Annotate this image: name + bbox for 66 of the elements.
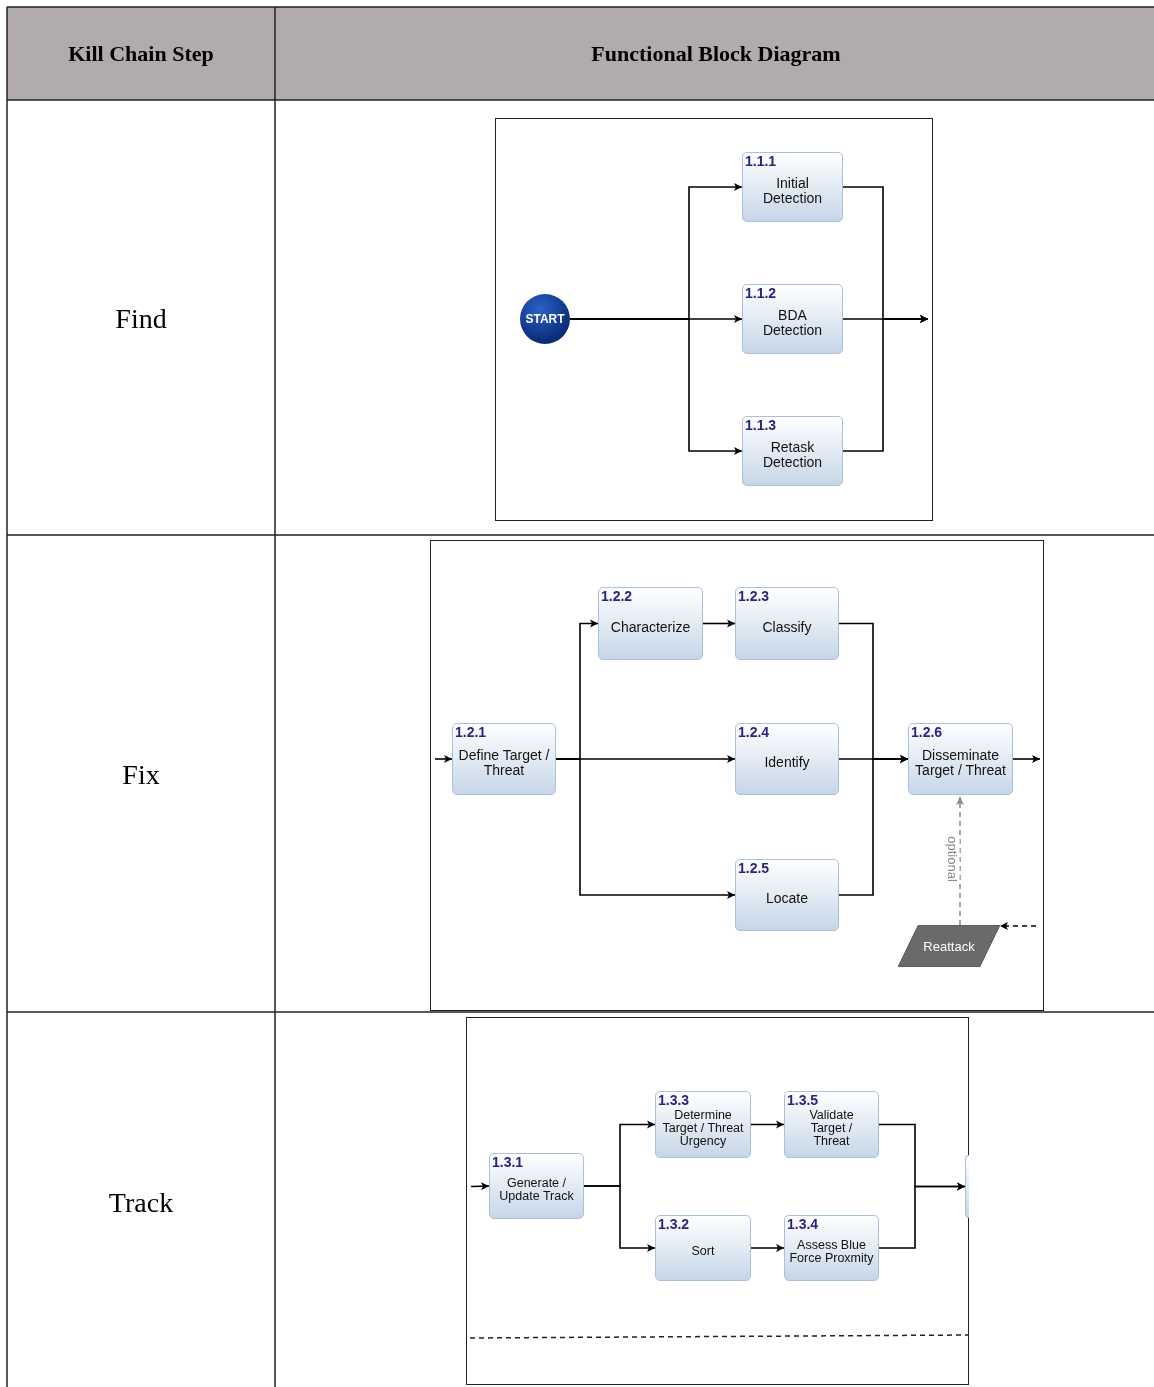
step-label: Classify <box>762 619 812 635</box>
step-number: 1.1.1 <box>744 153 777 168</box>
process-box <box>598 587 703 660</box>
arrow <box>583 1185 656 1252</box>
step-label: Define Target / Threat <box>457 748 551 777</box>
process-box <box>965 1155 969 1218</box>
column-header: Functional Block Diagram <box>591 41 841 67</box>
data-parallelogram <box>898 925 1000 967</box>
arrow <box>569 318 743 455</box>
step-label: Determine Target / Threat Urgency <box>661 1108 745 1148</box>
arrow <box>999 922 1037 930</box>
step-label: Locate <box>765 891 808 906</box>
row-label: Find <box>115 303 167 335</box>
step-label: Initial Detection <box>761 176 824 205</box>
process-box <box>655 1091 751 1158</box>
process-box <box>742 152 843 222</box>
arrow <box>750 1120 785 1129</box>
edge-label: optional <box>944 835 960 883</box>
arrow <box>838 755 909 896</box>
process-box <box>784 1091 879 1158</box>
step-label: Assess Blue Force Proxmity <box>788 1238 875 1265</box>
step-number: 1.3.2 <box>657 1216 690 1231</box>
start-label: START <box>525 312 565 326</box>
step-label: Disseminate Target / Threat <box>914 748 1007 777</box>
arrow <box>434 755 453 763</box>
step-label: Validate Target / Threat <box>808 1108 855 1148</box>
step-label: Characterize <box>610 619 691 635</box>
step-number: 1.2.6 <box>910 724 943 739</box>
step-number: 1.2.2 <box>600 588 633 603</box>
process-box <box>489 1153 584 1219</box>
step-label: Retask Detection <box>761 440 824 469</box>
step-label: Sort <box>691 1245 715 1258</box>
arrow <box>750 1244 785 1252</box>
row-label: Track <box>108 1187 174 1219</box>
arrow <box>702 619 736 628</box>
arrow <box>842 315 929 452</box>
arrow <box>555 758 736 899</box>
process-box <box>735 587 839 660</box>
step-label: Identify <box>764 755 810 770</box>
arrow <box>878 1182 966 1249</box>
arrow <box>470 1182 490 1191</box>
process-box <box>784 1215 879 1281</box>
step-number: 1.3.1 <box>491 1154 524 1169</box>
arrow <box>1012 755 1041 763</box>
process-box <box>655 1215 751 1281</box>
step-number: 1.2.4 <box>737 724 770 739</box>
process-box <box>742 416 843 486</box>
step-label: Generate / Update Track <box>498 1176 575 1203</box>
step-number: 1.2.3 <box>737 588 770 603</box>
step-number: 1.3.5 <box>786 1092 819 1107</box>
process-box <box>452 723 556 795</box>
step-number: 1.3.3 <box>657 1092 690 1107</box>
step-number: 1.2.5 <box>737 860 770 875</box>
step-number: 1.3.4 <box>786 1216 819 1231</box>
step-label: BDA Detection <box>761 308 824 337</box>
row-label: Fix <box>122 759 160 791</box>
process-box <box>908 723 1013 795</box>
step-number: 1.2.1 <box>454 724 487 739</box>
column-header: Kill Chain Step <box>68 41 214 67</box>
parallelogram-label: Reattack <box>923 938 975 954</box>
arrow <box>956 796 964 926</box>
process-box <box>735 723 839 795</box>
step-number: 1.1.2 <box>744 285 777 300</box>
step-number: 1.1.3 <box>744 417 777 432</box>
process-box <box>742 284 843 354</box>
process-box <box>735 859 839 931</box>
